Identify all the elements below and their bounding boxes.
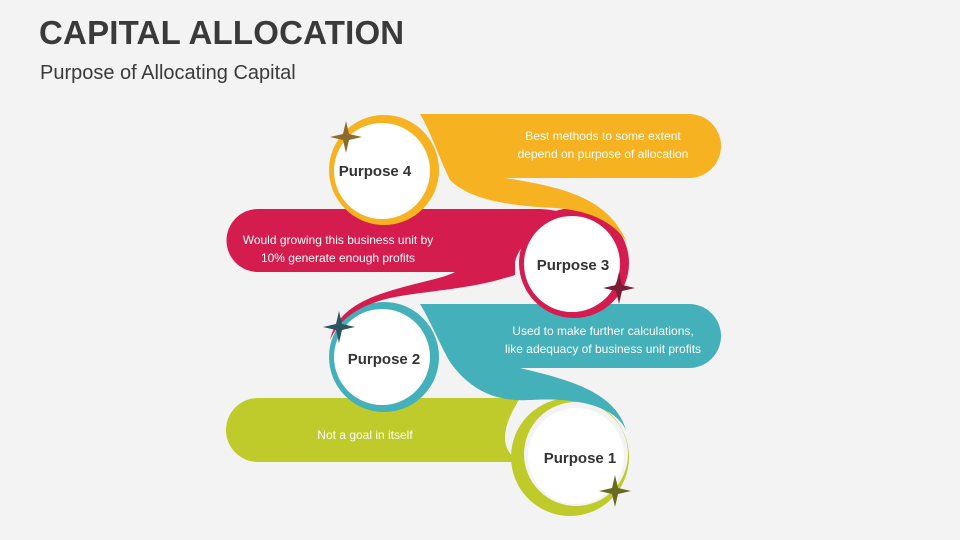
purpose-1-band xyxy=(226,398,520,462)
star-icon-purpose-4 xyxy=(330,121,362,153)
purpose-4-text-line-1: Best methods to some extent xyxy=(525,129,681,143)
purpose-2-text-line-2: like adequacy of business unit profits xyxy=(505,342,701,356)
purpose-3-circle xyxy=(524,216,620,312)
purpose-1-circle xyxy=(528,408,624,504)
purpose-2-group xyxy=(329,302,721,430)
purpose-4-band xyxy=(420,114,721,245)
purpose-2-text-line-1: Used to make further calculations, xyxy=(512,324,693,338)
purpose-4-circle xyxy=(334,123,430,219)
slide-subtitle: Purpose of Allocating Capital xyxy=(40,62,296,84)
purpose-2-circle xyxy=(334,309,430,405)
purpose-1-label: Purpose 1 xyxy=(544,450,617,467)
purpose-4-label: Purpose 4 xyxy=(339,163,412,180)
purpose-1-group xyxy=(226,398,629,516)
star-icon-purpose-1 xyxy=(599,475,631,507)
purpose-3-text-line-1: Would growing this business unit by xyxy=(243,233,434,247)
purpose-4-text-line-2: depend on purpose of allocation xyxy=(518,147,689,161)
slide-title: CAPITAL ALLOCATION xyxy=(39,14,405,51)
purpose-3-group xyxy=(226,208,629,340)
purpose-1-text-line-1: Not a goal in itself xyxy=(317,428,413,442)
star-icon-purpose-2 xyxy=(323,311,355,343)
purpose-3-band xyxy=(226,209,585,340)
purpose-4-group xyxy=(329,114,721,245)
purpose-3-label: Purpose 3 xyxy=(537,257,610,274)
purpose-2-band xyxy=(420,304,721,430)
purpose-3-text-line-2: 10% generate enough profits xyxy=(261,251,415,265)
purpose-2-label: Purpose 2 xyxy=(348,351,421,368)
star-icon-purpose-3 xyxy=(603,272,635,304)
